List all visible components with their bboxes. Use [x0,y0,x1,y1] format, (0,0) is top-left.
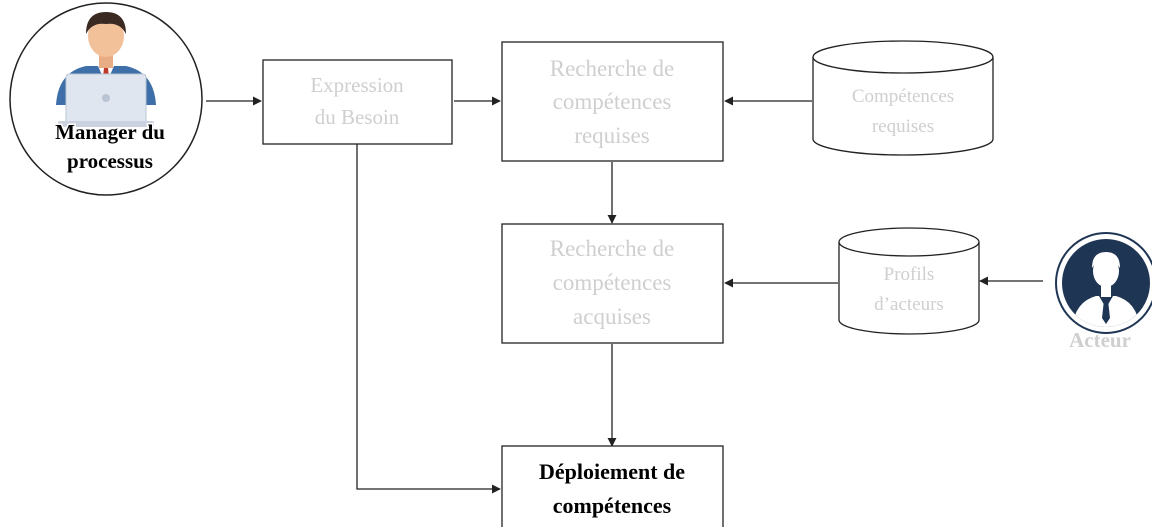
expression-line1: Expression [310,73,404,97]
laptop-user-icon [56,12,156,127]
manager-label-line2: processus [67,149,153,173]
box-recherche-competences-acquises: Recherche de compétences acquises [501,223,724,344]
hair-shape [86,12,126,34]
box-deploiement-de-competences: Déploiement de compétences [501,445,724,527]
box-recherche-competences-requises: Recherche de compétences requises [501,41,724,162]
requises-box-line2: compétences [553,89,672,114]
deploiement-line1: Déploiement de [539,459,685,484]
database-profils-acteurs: Profils d’acteurs [838,227,980,335]
database-competences-requises: Compétences requises [812,40,994,156]
arrow-expression-to-deploiement [356,144,501,494]
person-icon [1072,252,1140,327]
manager-label-line1: Manager du [55,120,165,144]
acteur-label: Acteur [1069,328,1131,352]
laptop-base [58,121,154,127]
db-requises-line1: Compétences [852,86,954,107]
acquises-box-line3: acquises [573,304,651,329]
connectors [206,96,1043,494]
deploiement-line2: compétences [553,493,672,518]
box-expression-du-besoin: Expression du Besoin [262,59,453,145]
manager-label: Manager du processus [54,119,167,175]
db-profils-line1: Profils [884,264,935,285]
requises-box-line3: requises [574,123,649,148]
expression-line2: du Besoin [315,105,400,129]
head-shape [88,15,124,57]
db-profils-line2: d’acteurs [874,294,944,315]
db-requises-line2: requises [872,116,934,137]
acquises-box-line2: compétences [553,270,672,295]
manager-node: Manager du processus [9,2,203,196]
requises-box-line1: Recherche de [550,56,675,81]
acquises-box-line1: Recherche de [550,236,675,261]
acteur-node: Acteur [1055,232,1152,352]
